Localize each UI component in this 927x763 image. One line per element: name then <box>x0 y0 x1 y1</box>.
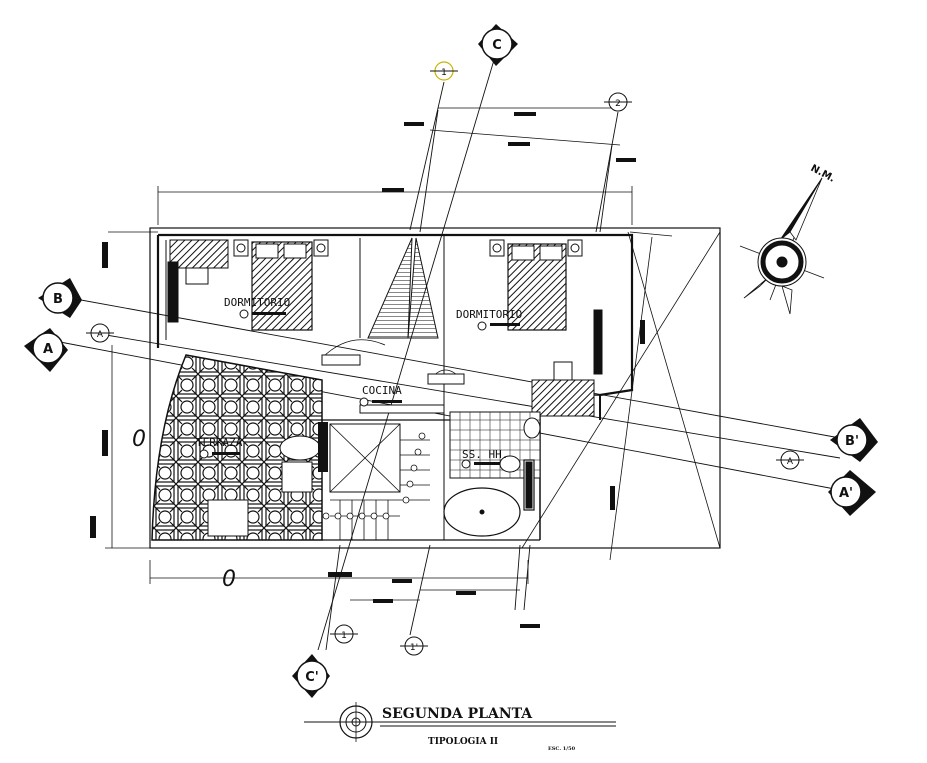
section-marker-b-prime: B' <box>830 418 878 462</box>
label-cocina: COCINA <box>362 384 402 397</box>
section-a-prime-label: A' <box>839 486 853 501</box>
plan-subtitle: TIPOLOGIA II <box>428 737 498 747</box>
level-zero-left: 0 <box>132 427 146 452</box>
plan-scale: ESC. 1/50 <box>548 746 576 752</box>
dormitorio-left-furniture <box>167 239 329 331</box>
section-marker-a: A <box>24 328 68 372</box>
stairs <box>321 237 465 540</box>
level-zero-bottom: 0 <box>222 567 236 592</box>
bathroom-fixtures <box>443 411 541 537</box>
section-c-prime-label: C' <box>305 670 319 685</box>
label-terraza: TERRAZA <box>196 436 243 449</box>
section-marker-b: B <box>38 278 82 318</box>
title-block: SEGUNDA PLANTA TIPOLOGIA II ESC. 1/50 <box>304 702 616 752</box>
terraza-area <box>151 354 328 541</box>
building-outline <box>149 227 721 549</box>
section-marker-c: C <box>478 24 518 66</box>
cocina-counter <box>359 404 445 414</box>
dimension-text-marks <box>90 112 645 628</box>
axis-a-left-label: A <box>97 330 104 340</box>
dormitorio-right-furniture <box>489 239 603 417</box>
section-marker-a-prime: A' <box>828 470 876 516</box>
level-marks <box>199 309 520 469</box>
axis-1-top-label: 1 <box>441 68 447 78</box>
label-ss-hh: SS. HH. <box>462 448 508 461</box>
section-c-label: C <box>492 38 502 53</box>
section-b-prime-label: B' <box>845 434 859 449</box>
plan-title: SEGUNDA PLANTA <box>382 706 533 722</box>
section-marker-c-prime: C' <box>292 654 330 698</box>
section-b-label: B <box>53 292 63 307</box>
label-dormitorio-left: DORMITORIO <box>224 296 290 309</box>
north-arrow: N.M. <box>739 163 837 315</box>
axis-bubbles <box>86 61 804 656</box>
section-a-label: A <box>43 342 53 357</box>
axis-lines <box>59 59 841 651</box>
axis-bubble-labels: A A 1 2 1 1' <box>97 68 794 653</box>
axis-1-prime-bottom-label: 1' <box>410 643 418 653</box>
label-dormitorio-right: DORMITORIO <box>456 308 522 321</box>
axis-1-bottom-label: 1 <box>341 631 347 641</box>
axis-2-top-label: 2 <box>615 99 621 109</box>
axis-a-right-label: A <box>787 457 794 467</box>
north-label: N.M. <box>809 163 837 185</box>
room-labels: DORMITORIO DORMITORIO COCINA TERRAZA SS.… <box>196 296 522 461</box>
